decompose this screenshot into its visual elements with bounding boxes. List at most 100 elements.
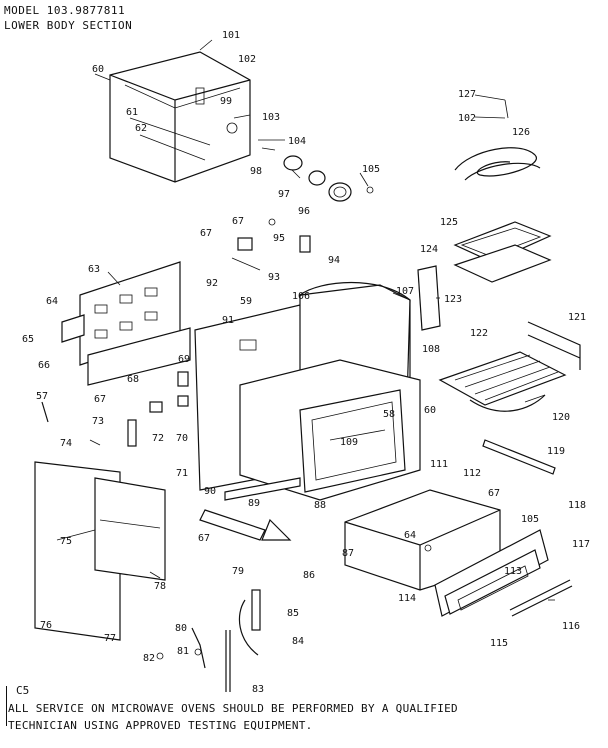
callout-101: 101	[222, 30, 240, 41]
callout-67: 67	[232, 216, 244, 227]
section-title: LOWER BODY SECTION	[4, 19, 133, 32]
callout-108: 108	[422, 344, 440, 355]
callout-116: 116	[562, 621, 580, 632]
callout-97: 97	[278, 189, 290, 200]
callout-95: 95	[273, 233, 285, 244]
callout-69: 69	[178, 354, 190, 365]
callout-114: 114	[398, 593, 416, 604]
callout-117: 117	[572, 539, 590, 550]
callout-86: 86	[303, 570, 315, 581]
callout-118: 118	[568, 500, 586, 511]
callout-72: 72	[152, 433, 164, 444]
rear-panel-part	[61, 261, 191, 386]
callout-126: 126	[512, 127, 530, 138]
callout-67-d: 67	[488, 488, 500, 499]
callout-105: 105	[362, 164, 380, 175]
bracket-parts	[231, 218, 311, 271]
side-components	[41, 265, 441, 447]
callout-93: 93	[268, 272, 280, 283]
callout-119: 119	[547, 446, 565, 457]
broiler-pan-part	[453, 221, 552, 283]
drawer-front-part	[434, 529, 573, 617]
model-number: MODEL 103.9877811	[4, 4, 126, 17]
callout-121: 121	[568, 312, 586, 323]
callout-67-b: 67	[200, 228, 212, 239]
service-notice-line-2: TECHNICIAN USING APPROVED TESTING EQUIPM…	[8, 719, 313, 732]
callout-120: 120	[552, 412, 570, 423]
callout-70: 70	[176, 433, 188, 444]
callout-74: 74	[60, 438, 72, 449]
callout-122: 122	[470, 328, 488, 339]
callout-64: 64	[46, 296, 58, 307]
callout-87: 87	[342, 548, 354, 559]
callout-96: 96	[298, 206, 310, 217]
callout-103: 103	[262, 112, 280, 123]
callout-113: 113	[504, 566, 522, 577]
callout-91: 91	[222, 315, 234, 326]
callout-60: 60	[92, 64, 104, 75]
callout-57: 57	[36, 391, 48, 402]
callout-79: 79	[232, 566, 244, 577]
callout-67-c: 67	[94, 394, 106, 405]
door-panel-part	[34, 461, 166, 641]
callout-66: 66	[38, 360, 50, 371]
callout-92: 92	[206, 278, 218, 289]
callout-125: 125	[440, 217, 458, 228]
figure-code: C5	[16, 684, 30, 697]
callout-102-b: 102	[458, 113, 476, 124]
callout-60-b: 60	[424, 405, 436, 416]
cabinet-frame-part	[194, 281, 421, 501]
callout-76: 76	[40, 620, 52, 631]
hinge-parts	[156, 589, 261, 692]
callout-111: 111	[430, 459, 448, 470]
callout-107: 107	[396, 286, 414, 297]
callout-84: 84	[292, 636, 304, 647]
callout-67-e: 67	[198, 533, 210, 544]
callout-64-b: 64	[404, 530, 416, 541]
upper-cabinet-part	[109, 51, 251, 183]
callout-83: 83	[252, 684, 264, 695]
callout-112: 112	[463, 468, 481, 479]
callout-123: 123	[444, 294, 462, 305]
callout-73: 73	[92, 416, 104, 427]
service-notice: ALL SERVICE ON MICROWAVE OVENS SHOULD BE…	[8, 700, 528, 734]
callout-89: 89	[248, 498, 260, 509]
side-rail-part	[482, 439, 556, 475]
callout-127: 127	[458, 89, 476, 100]
callout-59: 59	[240, 296, 252, 307]
callout-61: 61	[126, 107, 138, 118]
callout-109: 109	[340, 437, 358, 448]
callout-58: 58	[383, 409, 395, 420]
callout-75: 75	[60, 536, 72, 547]
callout-85: 85	[287, 608, 299, 619]
callout-63: 63	[88, 264, 100, 275]
notice-bracket	[6, 686, 7, 726]
callout-62: 62	[135, 123, 147, 134]
callout-81: 81	[177, 646, 189, 657]
callout-106: 106	[292, 291, 310, 302]
callout-90: 90	[204, 486, 216, 497]
callout-80: 80	[175, 623, 187, 634]
oven-rack-part	[438, 321, 581, 412]
callout-65: 65	[22, 334, 34, 345]
leader-lines	[56, 39, 555, 601]
callout-82: 82	[143, 653, 155, 664]
callout-94: 94	[328, 255, 340, 266]
storage-drawer-part	[344, 489, 501, 591]
callout-115: 115	[490, 638, 508, 649]
bottom-rails	[199, 477, 301, 541]
callout-104: 104	[288, 136, 306, 147]
callout-78: 78	[154, 581, 166, 592]
callout-102: 102	[238, 54, 256, 65]
callout-68: 68	[127, 374, 139, 385]
callout-88: 88	[314, 500, 326, 511]
callout-105-b: 105	[521, 514, 539, 525]
callout-71: 71	[176, 468, 188, 479]
fan-parts	[261, 147, 374, 202]
callout-124: 124	[420, 244, 438, 255]
callout-77: 77	[104, 633, 116, 644]
callout-98: 98	[250, 166, 262, 177]
service-notice-line-1: ALL SERVICE ON MICROWAVE OVENS SHOULD BE…	[8, 702, 458, 715]
